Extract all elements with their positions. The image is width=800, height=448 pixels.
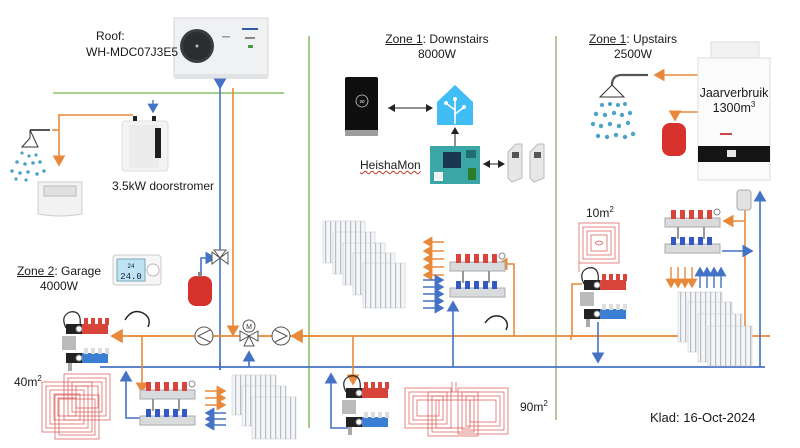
area-10-sup: 2 — [609, 205, 614, 214]
energy-meter-2 — [529, 143, 545, 183]
radiator-manifold-zone1-downstairs[interactable] — [449, 252, 506, 298]
zone1-downstairs-name: Zone 1 — [385, 32, 423, 46]
floor-heating-coil-10m2 — [578, 222, 620, 272]
heat-pump-unit[interactable] — [173, 17, 269, 79]
heishamon-label: HeishaMon — [360, 158, 421, 173]
zone1-downstairs-title: Zone 1: Downstairs 8000W — [372, 32, 502, 62]
temp-sensor-cable-zone2 — [124, 310, 150, 328]
zone1-upstairs-suffix: : Upstairs — [626, 32, 678, 46]
area-40-sup: 2 — [37, 374, 42, 383]
heishamon-board[interactable] — [430, 146, 480, 184]
touch-thermostat[interactable]: 20 — [345, 77, 378, 136]
shower-right — [590, 73, 648, 140]
svg-text:M: M — [246, 324, 252, 331]
home-assistant-icon[interactable] — [437, 85, 473, 125]
circulation-pump-left[interactable] — [194, 326, 214, 346]
area-label-40m2: 40m2 — [14, 375, 42, 390]
water-heater-label: 3.5kW doorstromer — [112, 179, 215, 193]
touch-thermostat-value: 20 — [359, 99, 365, 104]
zone2-suffix: : Garage — [54, 264, 102, 278]
sink — [37, 181, 83, 217]
floor-heating-coil-90m2 — [404, 382, 509, 437]
draft-date-label: Klad: 16-Oct-2024 — [650, 410, 756, 425]
expansion-vessel-zone2 — [188, 272, 212, 306]
area-40-value: 40m — [14, 375, 38, 389]
heat-pump-location-label: Roof: — [96, 29, 125, 43]
three-way-valve[interactable] — [211, 249, 229, 265]
radiators-zone2 — [231, 374, 297, 440]
area-90-value: 90m — [520, 400, 544, 414]
zone2-title: Zone 2: Garage 4000W — [14, 264, 104, 294]
flow-arrows-zone1-downstairs — [422, 236, 445, 314]
circulation-pump-right[interactable] — [271, 326, 291, 346]
radiators-zone1-upstairs — [677, 291, 753, 367]
area-label-90m2: 90m2 — [520, 400, 548, 415]
floor-heating-coil-40m2 — [41, 373, 111, 440]
instant-water-heater[interactable] — [121, 116, 169, 172]
radiators-zone1-downstairs — [322, 220, 406, 309]
room-thermostat[interactable]: 24 24.0 — [112, 254, 162, 286]
boiler-label-line1: Jaarverbruik — [699, 86, 769, 100]
radiator-manifold-zone2[interactable] — [139, 380, 196, 426]
area-label-10m2: 10m2 — [586, 206, 614, 221]
floor-manifold-zone2[interactable] — [62, 311, 109, 371]
floor-manifold-zone1-downstairs[interactable] — [342, 375, 389, 435]
temp-sensor-cable-zone1 — [484, 315, 509, 331]
gas-boiler[interactable] — [697, 41, 771, 181]
heishamon-label-text: HeishaMon — [360, 158, 421, 172]
zone-dividers — [53, 36, 557, 428]
boiler-label-sup: 3 — [750, 99, 756, 109]
area-90-sup: 2 — [543, 399, 548, 408]
zone1-upstairs-title: Zone 1: Upstairs 2500W — [578, 32, 688, 62]
mixing-valve[interactable]: M — [239, 319, 259, 347]
thermostatic-valve — [736, 189, 752, 211]
zone1-upstairs-name: Zone 1 — [588, 32, 627, 46]
zone1-upstairs-power: 2500W — [613, 47, 653, 61]
heat-pump-model-label: WH-MDC07J3E5 — [86, 45, 179, 59]
shower-left — [10, 129, 50, 182]
energy-meter-1 — [507, 143, 523, 183]
area-10-value: 10m — [586, 206, 610, 220]
radiator-manifold-zone1-upstairs[interactable] — [664, 208, 721, 254]
flow-arrows-zone1-upstairs — [665, 266, 727, 289]
zone1-downstairs-power: 8000W — [417, 47, 457, 61]
room-thermostat-bottom: 24.0 — [120, 272, 142, 282]
expansion-vessel-boiler — [662, 123, 686, 156]
zone2-name: Zone 2 — [16, 264, 55, 278]
zone1-downstairs-suffix: : Downstairs — [422, 32, 489, 46]
flow-arrows-zone2 — [204, 385, 227, 431]
boiler-label-value: 1300m — [712, 101, 751, 115]
floor-manifold-zone1-upstairs[interactable] — [580, 267, 627, 327]
room-thermostat-top: 24 — [127, 263, 135, 270]
boiler-consumption-label: Jaarverbruik 1300m3 — [698, 86, 770, 116]
zone2-power: 4000W — [39, 279, 79, 293]
